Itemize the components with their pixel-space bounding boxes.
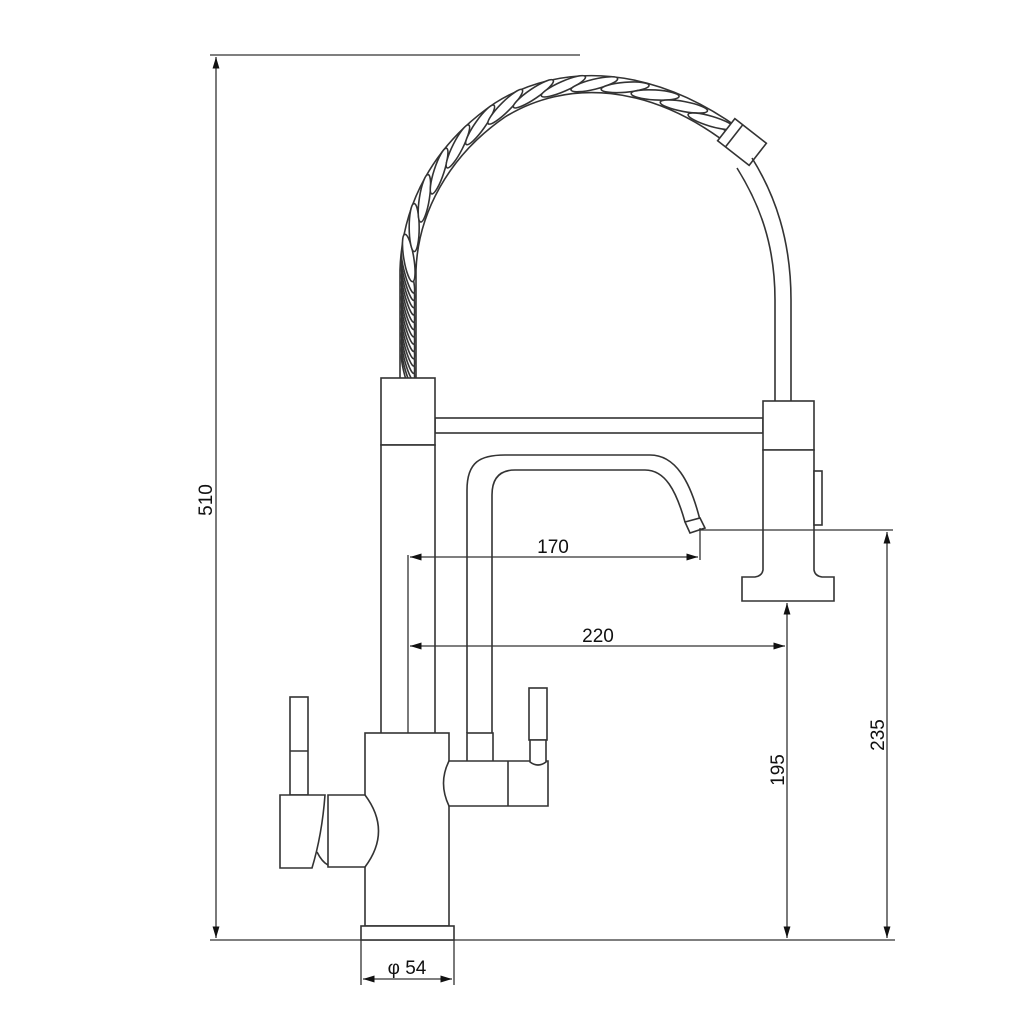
dimension-220: 220 bbox=[410, 626, 785, 650]
column-collar bbox=[380, 377, 436, 446]
spring-coil bbox=[659, 99, 709, 114]
spring-coil bbox=[445, 124, 471, 169]
spring-coil bbox=[417, 173, 432, 223]
svg-text:170: 170 bbox=[537, 537, 569, 558]
left-mixer-handle[interactable] bbox=[279, 696, 380, 869]
spring-coil bbox=[487, 88, 524, 125]
right-filter-handle[interactable] bbox=[442, 687, 549, 807]
spring-end-cap bbox=[716, 117, 768, 167]
spring-hose bbox=[399, 74, 768, 397]
spring-coil bbox=[630, 88, 680, 101]
spring-coil bbox=[464, 104, 496, 146]
filter-spout-tip bbox=[683, 517, 707, 534]
right-lever bbox=[528, 687, 548, 741]
base-ring bbox=[360, 925, 455, 941]
svg-text:510: 510 bbox=[196, 484, 217, 516]
svg-text:φ 54: φ 54 bbox=[388, 958, 427, 979]
sprayer-button bbox=[813, 470, 823, 526]
svg-text:235: 235 bbox=[868, 719, 889, 751]
dimension-195: 195 bbox=[768, 603, 791, 938]
svg-text:220: 220 bbox=[582, 626, 614, 647]
spring-coil bbox=[401, 233, 416, 283]
dimension-510: 510 bbox=[196, 54, 580, 938]
dimension-base-diameter: φ 54 bbox=[360, 940, 455, 985]
left-valve-knob bbox=[327, 794, 380, 868]
sprayer-hose bbox=[736, 157, 792, 402]
spring-coil bbox=[408, 202, 420, 253]
dimension-235: 235 bbox=[700, 529, 893, 938]
spring-coil bbox=[429, 147, 449, 195]
svg-text:195: 195 bbox=[768, 754, 789, 786]
dimension-170: 170 bbox=[407, 528, 701, 733]
support-bar bbox=[434, 417, 764, 434]
left-lever bbox=[289, 696, 309, 796]
spring-coil bbox=[540, 74, 587, 98]
pull-down-sprayer[interactable] bbox=[741, 400, 835, 602]
filter-spout bbox=[466, 454, 701, 733]
spring-coil bbox=[570, 75, 619, 93]
spring-coil bbox=[512, 78, 555, 109]
